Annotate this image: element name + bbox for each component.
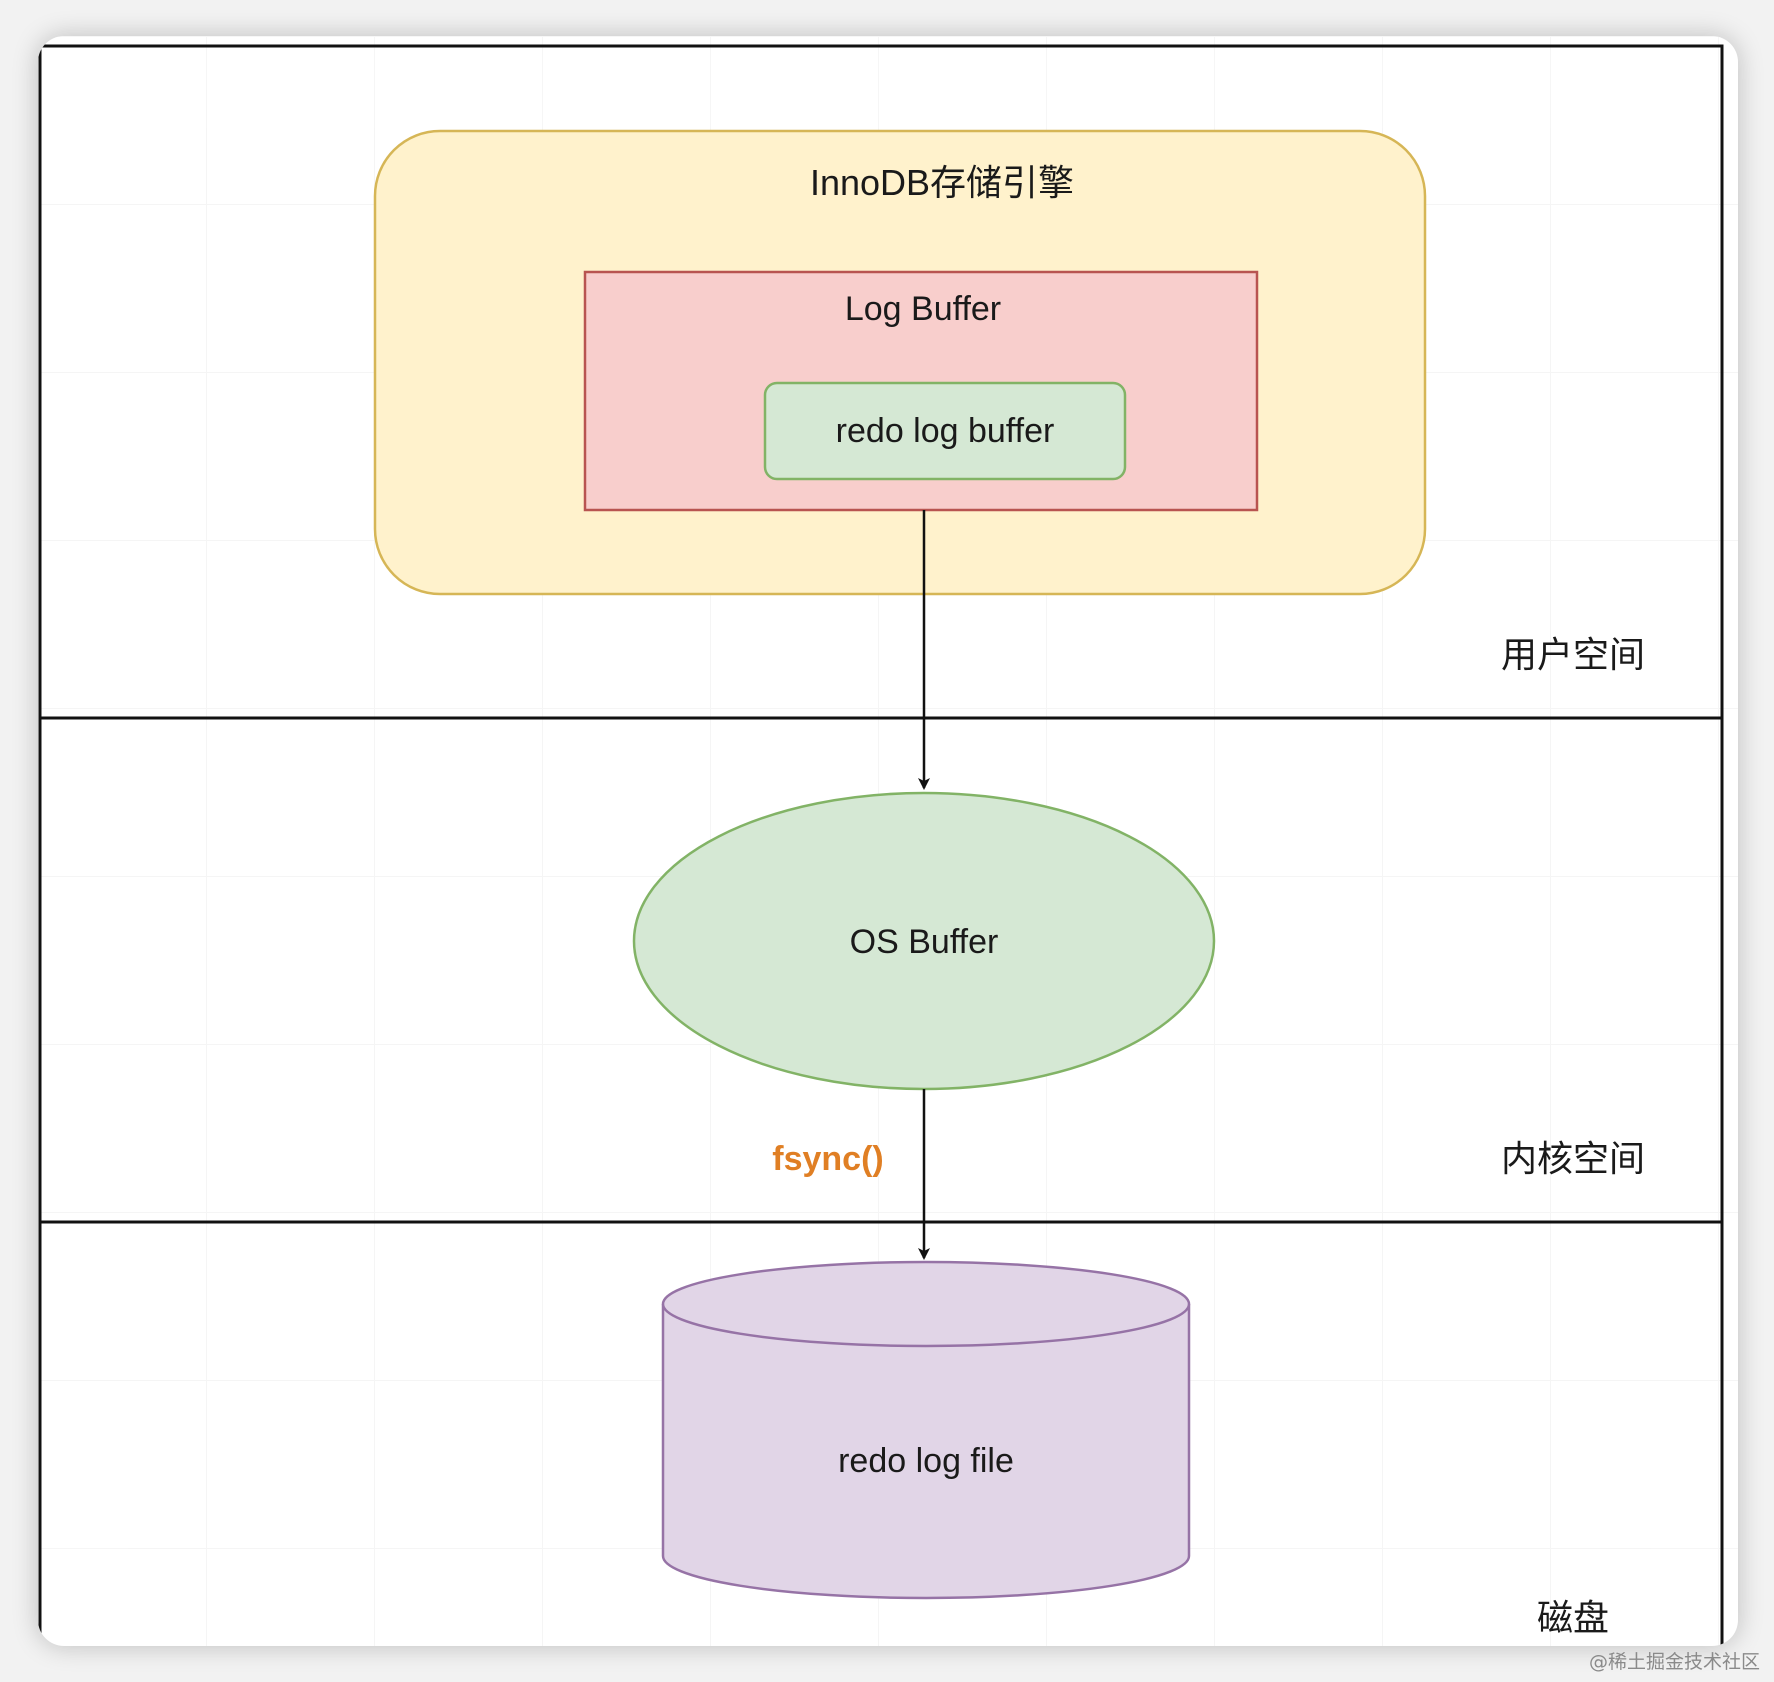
- zone-label-kernel-space: 内核空间: [1501, 1138, 1645, 1179]
- innodb-label: InnoDB存储引擎: [810, 162, 1074, 203]
- log-buffer-label: Log Buffer: [845, 290, 1001, 328]
- fsync-label: fsync(): [772, 1140, 883, 1178]
- outer-frame: [38, 44, 1724, 1646]
- diagram-canvas: InnoDB存储引擎 Log Buffer redo log buffer 用户…: [38, 44, 1724, 1646]
- watermark: @稀土掘金技术社区: [1588, 1651, 1760, 1673]
- zone-label-disk: 磁盘: [1537, 1597, 1609, 1638]
- os-buffer-label: OS Buffer: [850, 923, 999, 961]
- redo-log-buffer-label: redo log buffer: [836, 412, 1055, 450]
- cylinder-body: [661, 1304, 1191, 1600]
- cylinder-top: [661, 1260, 1191, 1348]
- zone-label-user-space: 用户空间: [1501, 634, 1645, 675]
- diagram-card: InnoDB存储引擎 Log Buffer redo log buffer 用户…: [38, 36, 1738, 1646]
- redo-log-file-label: redo log file: [838, 1442, 1014, 1480]
- redo-log-file-cylinder: [661, 1260, 1191, 1600]
- redo-log-buffer-box: [763, 381, 1127, 481]
